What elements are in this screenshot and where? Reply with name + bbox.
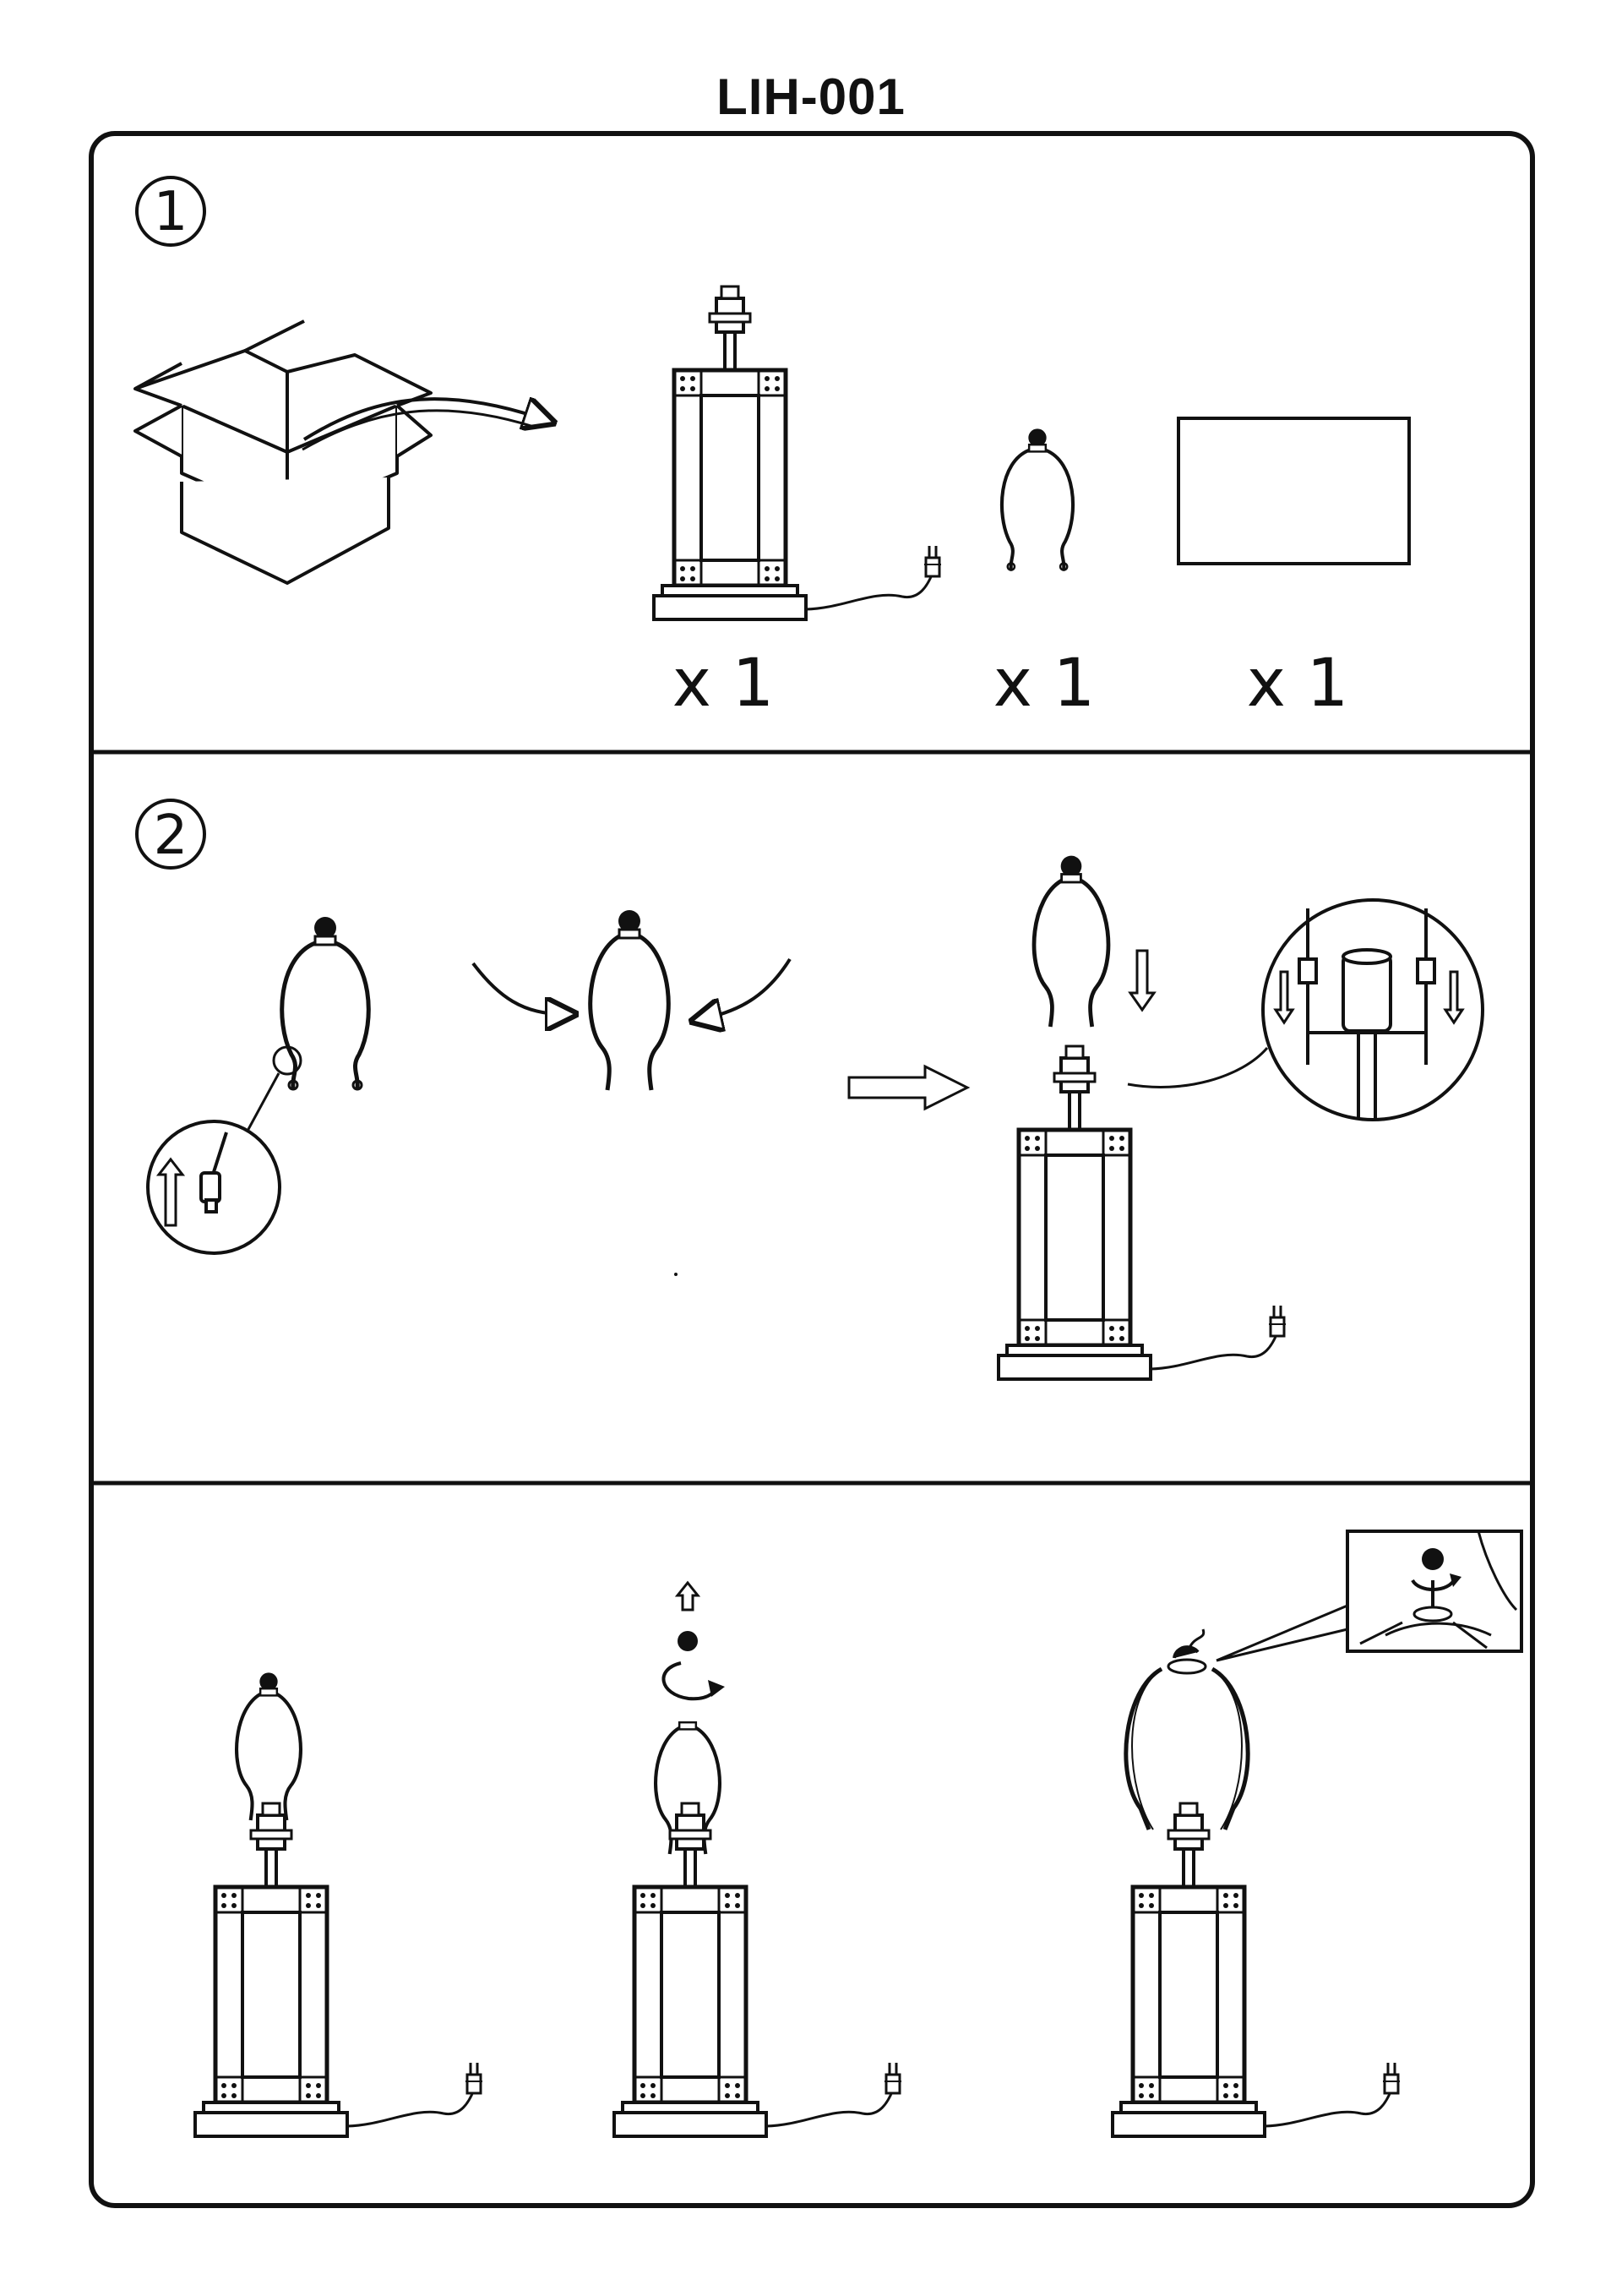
part-quantity: x 1 [1247,646,1349,722]
box-icon [133,319,433,585]
harp-squeezed-icon [591,910,669,1090]
step-3-panel [195,1530,1523,2136]
step-number-circle [135,799,206,870]
next-arrow-icon [847,1064,971,1111]
harp-insert-icon [1034,856,1108,1027]
lamp-remove-finial-icon [614,1580,901,2136]
harp-saddle-detail-icon [1273,908,1465,1120]
manual-card-part-icon [1177,417,1411,565]
down-arrow-icon [1128,949,1157,1012]
squeeze-arrow-right-icon [705,957,792,1018]
harp-part-icon [1002,428,1073,570]
detail-marker [272,1045,302,1076]
step-number: 2 [154,804,188,867]
lamp-harp-attached-icon [195,1672,482,2136]
lamp-shade-installed-icon [1113,1628,1400,2136]
page-border [89,131,1535,2208]
lamp-base-part-icon [654,285,941,619]
step-number: 1 [154,181,188,243]
lamp-base-icon [999,1044,1286,1379]
squeeze-arrow-left-icon [471,962,562,1014]
finial-tighten-detail-icon [1346,1530,1523,1653]
unpack-arrow-icon [302,399,541,441]
part-quantity: x 1 [993,646,1096,722]
part-quantity: x 1 [672,646,775,722]
harp-open-icon [282,917,369,1089]
harp-clip-detail-icon [199,1132,228,1213]
step-1-panel: 1 x 1 x 1 x 1 [133,176,1411,722]
step-2-panel: 2 [135,799,1484,1379]
up-arrow-icon [155,1157,186,1227]
step-number-circle [135,176,206,247]
model-title: LIH-001 [716,68,906,125]
